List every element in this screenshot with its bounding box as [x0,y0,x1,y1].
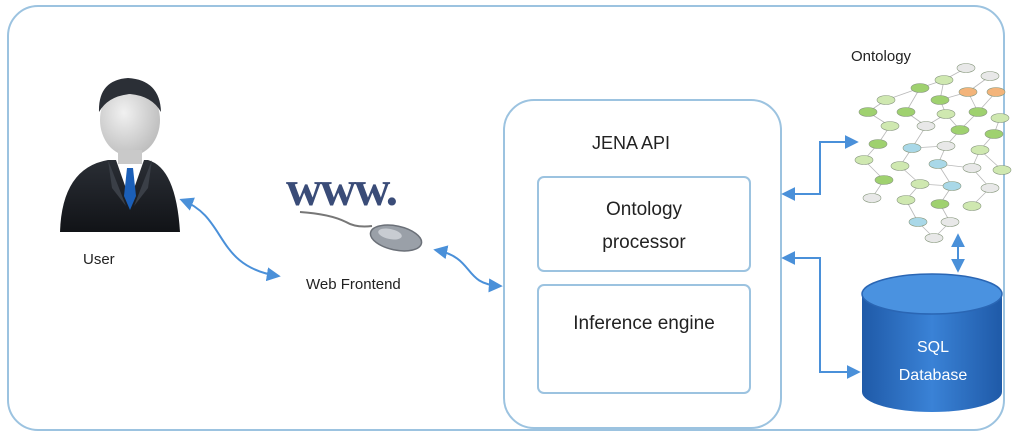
ontology-node [956,63,976,73]
ontology-node [854,155,874,165]
ontology-processor-line1: Ontology [605,199,683,220]
ontology-node [880,121,900,131]
ontology-node [942,181,962,191]
ontology-node [902,143,922,153]
arrow-user-web [179,197,281,282]
ontology-node [936,141,956,151]
ontology-node [962,201,982,211]
ontology-label: Ontology [851,48,912,65]
arrow-jena-ontology [781,135,859,201]
ontology-node [890,161,910,171]
ontology-node [862,193,882,203]
ontology-node [940,217,960,227]
ontology-node [992,165,1012,175]
arrow-jena-database [781,251,861,379]
jena-api-label: JENA API [592,133,671,153]
database-icon [861,273,1003,412]
ontology-node [950,125,970,135]
user-label: User [83,251,115,268]
ontology-node [980,71,1000,81]
sql-database-label: SQL Database [864,334,1002,384]
ontology-node [910,83,930,93]
ontology-node [968,107,988,117]
arrow-web-jena [433,245,503,293]
inference-engine-label: Inference engine [573,313,715,334]
ontology-node [980,183,1000,193]
ontology-node [930,95,950,105]
ontology-node [896,107,916,117]
sql-label-line2: Database [898,367,968,384]
inference-engine-box [537,284,751,394]
ontology-node [874,175,894,185]
user-avatar-icon [60,78,180,232]
ontology-graph-icon [854,63,1012,243]
outer-frame [7,5,1005,431]
ontology-node [934,75,954,85]
ontology-node [910,179,930,189]
ontology-node [958,87,978,97]
ontology-node [990,113,1010,123]
ontology-node [984,129,1004,139]
ontology-processor-label: Ontology processor [538,193,750,259]
ontology-processor-box [537,176,751,272]
ontology-node [876,95,896,105]
sql-label-line1: SQL [916,339,949,356]
ontology-node [896,195,916,205]
ontology-node [858,107,878,117]
www-mouse-icon: www. [286,160,423,252]
web-frontend-label: Web Frontend [306,276,401,293]
ontology-processor-line2: processor [602,232,686,253]
ontology-node [970,145,990,155]
ontology-node [962,163,982,173]
ontology-node [930,199,950,209]
ontology-node [908,217,928,227]
ontology-node [916,121,936,131]
ontology-node [936,109,956,119]
ontology-node [928,159,948,169]
ontology-node [868,139,888,149]
ontology-node [986,87,1006,97]
svg-text:www.: www. [286,160,397,216]
ontology-node [924,233,944,243]
